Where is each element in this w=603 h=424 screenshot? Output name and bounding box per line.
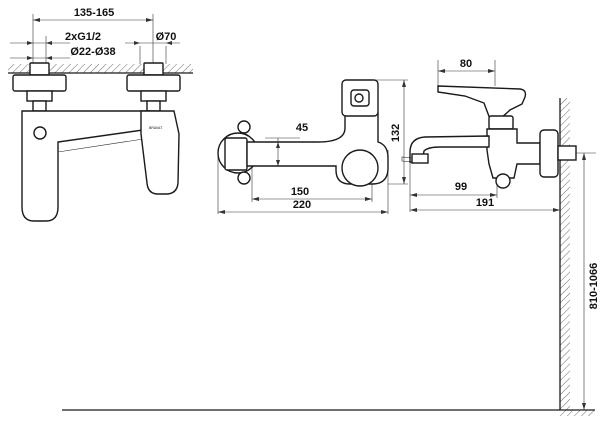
handle-screw xyxy=(354,93,364,103)
front-wall-hatch xyxy=(8,64,193,73)
right-inlet xyxy=(126,62,181,112)
label-flange-diameter: Ø70 xyxy=(156,31,177,43)
connector-nut xyxy=(237,120,251,134)
aerator-tip xyxy=(401,156,413,163)
label-height-45: 45 xyxy=(296,122,308,134)
handle-front xyxy=(140,110,180,195)
left-inlet xyxy=(12,62,67,112)
floor-hatch xyxy=(560,410,595,416)
label-pipe-diameter: Ø22-Ø38 xyxy=(70,46,115,58)
side-view: 80 99 191 810-1066 xyxy=(62,58,600,416)
connector-nut xyxy=(237,171,251,185)
cartridge-side xyxy=(488,115,514,130)
label-length-150: 150 xyxy=(291,186,309,198)
bottom-nut-side xyxy=(495,173,511,189)
aerator-side xyxy=(411,153,429,164)
label-thread: 2xG1/2 xyxy=(65,31,101,43)
label-height-132: 132 xyxy=(390,124,402,142)
top-view: 132 45 150 220 xyxy=(217,79,408,214)
body-side xyxy=(486,128,541,179)
connector-top xyxy=(224,137,248,171)
body-inner-line xyxy=(57,137,151,153)
mixer-body-front xyxy=(21,110,151,222)
handle-side xyxy=(437,85,527,120)
label-inlet-spacing: 135-165 xyxy=(74,7,114,19)
wall-flange-side xyxy=(539,129,559,178)
label-handle-80: 80 xyxy=(460,58,472,70)
front-view: 135-165 2xG1/2 Ø22-Ø38 Ø70 xyxy=(8,7,193,222)
label-depth-220: 220 xyxy=(293,199,311,211)
label-projection-191: 191 xyxy=(476,197,494,209)
wall-pipe-side xyxy=(557,145,577,161)
label-install-height: 810-1066 xyxy=(588,263,600,310)
label-spout-99: 99 xyxy=(455,181,467,193)
side-wall-hatch xyxy=(560,98,570,410)
brand-mark: BRAVAT xyxy=(149,126,163,130)
outlet-hole xyxy=(33,126,47,140)
handle-base-top xyxy=(341,149,379,187)
